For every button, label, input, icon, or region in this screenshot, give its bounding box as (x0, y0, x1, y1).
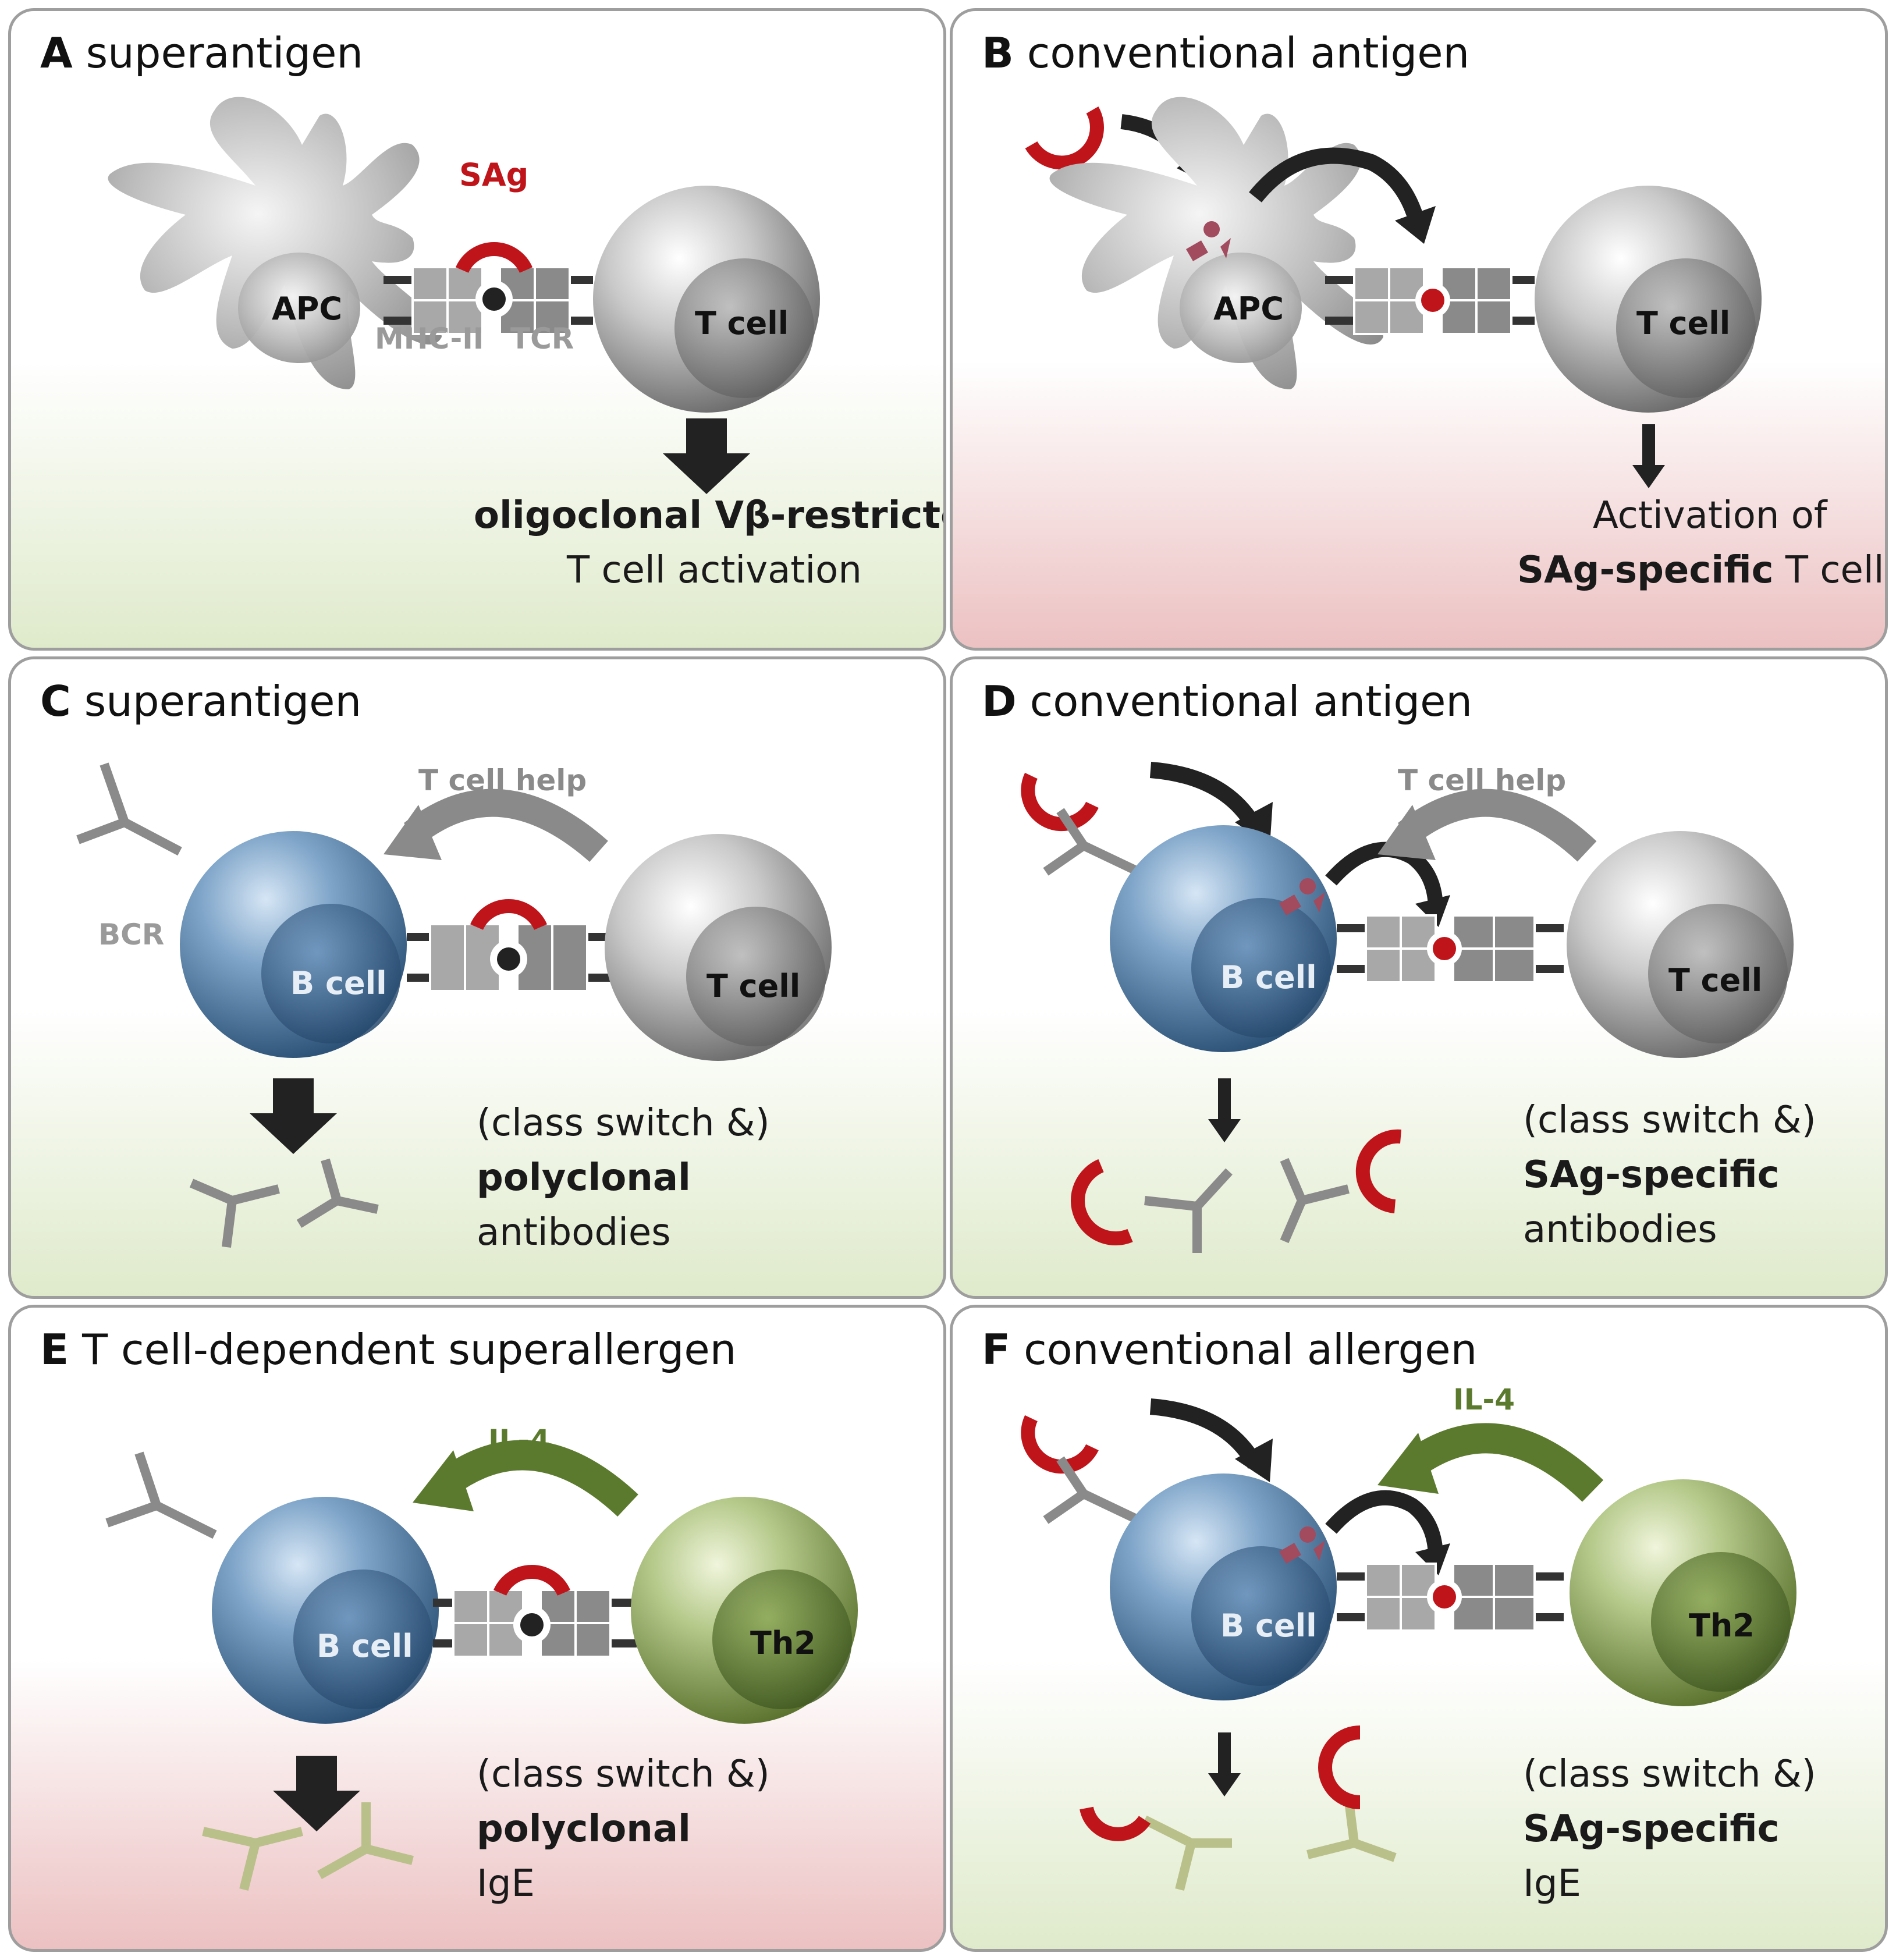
il4-arrow (438, 1440, 638, 1517)
help-arrow (1398, 789, 1597, 862)
bound-antigen-left (1071, 1159, 1133, 1245)
panel-e-diagram: IL-4 B cell Th2 (105, 1423, 858, 1891)
bound-antigen-right (1355, 1129, 1401, 1213)
antigen-arc (1025, 106, 1104, 170)
panel-c-title: C superantigen (40, 677, 362, 726)
b-cell-label: B cell (1220, 1607, 1317, 1644)
panel-b: APC T cell B conventional antigen Activa… (950, 8, 1888, 651)
panel-f-result: (class switch &) SAg-specific IgE (1523, 1753, 1816, 1905)
ige-antibodies (202, 1802, 414, 1891)
b-cell-label: B cell (1220, 959, 1317, 996)
sag-arc (470, 899, 547, 931)
bound-antigen-right (1318, 1725, 1361, 1809)
peptide-dot (1433, 937, 1456, 960)
panel-a-diagram: APC SAg MHC-II TCR T cell (108, 97, 820, 494)
antigen-fragments (1186, 221, 1231, 261)
mhc-tcr-complex (429, 923, 588, 992)
sag-dot (497, 947, 520, 971)
help-label: T cell help (418, 764, 587, 797)
panel-b-diagram: APC T cell (1025, 97, 1762, 488)
panel-e-title: E T cell-dependent superallergen (40, 1325, 737, 1374)
panel-f-title: F conventional allergen (982, 1325, 1478, 1374)
ige-antibodies (1142, 1796, 1397, 1891)
panel-a-title: A superantigen (40, 29, 363, 77)
mhc-label: MHC-II (375, 322, 484, 356)
down-arrow (1642, 424, 1655, 471)
panel-e: IL-4 B cell Th2 E T cell-dependent super… (8, 1305, 946, 1952)
down-arrow (663, 418, 750, 494)
panel-e-result: (class switch &) polyclonal IgE (477, 1753, 770, 1905)
t-cell-label: T cell (1668, 962, 1762, 999)
apc-cell (108, 97, 442, 389)
b-cell-label: B cell (317, 1628, 413, 1664)
tcr-label: TCR (510, 322, 574, 356)
apc-label: APC (272, 290, 342, 327)
il4-label: IL-4 (488, 1423, 550, 1457)
panel-b-title: B conventional antigen (982, 29, 1470, 77)
b-cell-label: B cell (290, 965, 387, 1002)
apc-cell (1049, 97, 1383, 389)
panel-f: B cell IL-4 Th2 F conventional allergen … (950, 1305, 1888, 1952)
sag-dot (482, 287, 506, 311)
panel-c-diagram: T cell help BCR B cell T cell (76, 762, 832, 1248)
antibodies (189, 1158, 379, 1248)
sag-label: SAg (459, 157, 528, 193)
down-arrow (273, 1756, 360, 1831)
uptake-arrow (1149, 1398, 1263, 1469)
mhc-tcr-complex (452, 1589, 612, 1658)
t-cell-label: T cell (695, 305, 789, 342)
apc-label: APC (1213, 290, 1284, 327)
uptake-arrow (1149, 762, 1263, 833)
panel-d: B cell T cell help T cell D conventional… (950, 656, 1888, 1299)
peptide-dot (1433, 1585, 1456, 1609)
panel-c: T cell help BCR B cell T cell C superant… (8, 656, 946, 1299)
panel-a-result: oligoclonal Vβ-restricted T cell activat… (474, 494, 946, 592)
bound-antigen-left (1080, 1806, 1151, 1841)
presentation-arrow (1249, 147, 1426, 229)
panel-b-result: Activation of SAg-specific T cells (1517, 494, 1885, 592)
help-label: T cell help (1398, 764, 1566, 797)
antigen-fragments (1279, 878, 1325, 915)
bcr-antibody (76, 762, 182, 856)
peptide-dot (1421, 289, 1444, 312)
antibodies (1144, 1157, 1350, 1253)
panel-f-diagram: B cell IL-4 Th2 (1021, 1383, 1796, 1891)
bcr-antibody (105, 1451, 217, 1539)
th2-label: Th2 (750, 1625, 816, 1661)
panel-d-result: (class switch &) SAg-specific antibodies (1523, 1099, 1816, 1251)
t-cell-label: T cell (1636, 305, 1730, 342)
help-arrow (404, 789, 608, 862)
panel-c-result: (class switch &) polyclonal antibodies (477, 1102, 770, 1254)
sag-arc (456, 242, 532, 274)
antigen-arc (1021, 1415, 1099, 1474)
il4-arrow (1403, 1423, 1604, 1502)
down-arrow (1218, 1078, 1231, 1125)
panel-d-diagram: B cell T cell help T cell (1021, 762, 1794, 1253)
presentation-arrow (1325, 1490, 1443, 1558)
panel-a: APC SAg MHC-II TCR T cell A superantigen… (8, 8, 946, 651)
panel-d-title: D conventional antigen (982, 677, 1473, 726)
sag-arc (493, 1564, 570, 1596)
t-cell-label: T cell (706, 968, 800, 1004)
antigen-arc (1021, 772, 1099, 832)
il4-label: IL-4 (1453, 1383, 1515, 1416)
antigen-fragments (1279, 1526, 1325, 1564)
down-arrow (1218, 1732, 1231, 1779)
mhc-tcr-complex (1365, 914, 1536, 983)
th2-label: Th2 (1689, 1607, 1755, 1644)
sag-dot (520, 1613, 544, 1636)
down-arrow (250, 1078, 337, 1154)
bcr-label: BCR (98, 918, 164, 951)
